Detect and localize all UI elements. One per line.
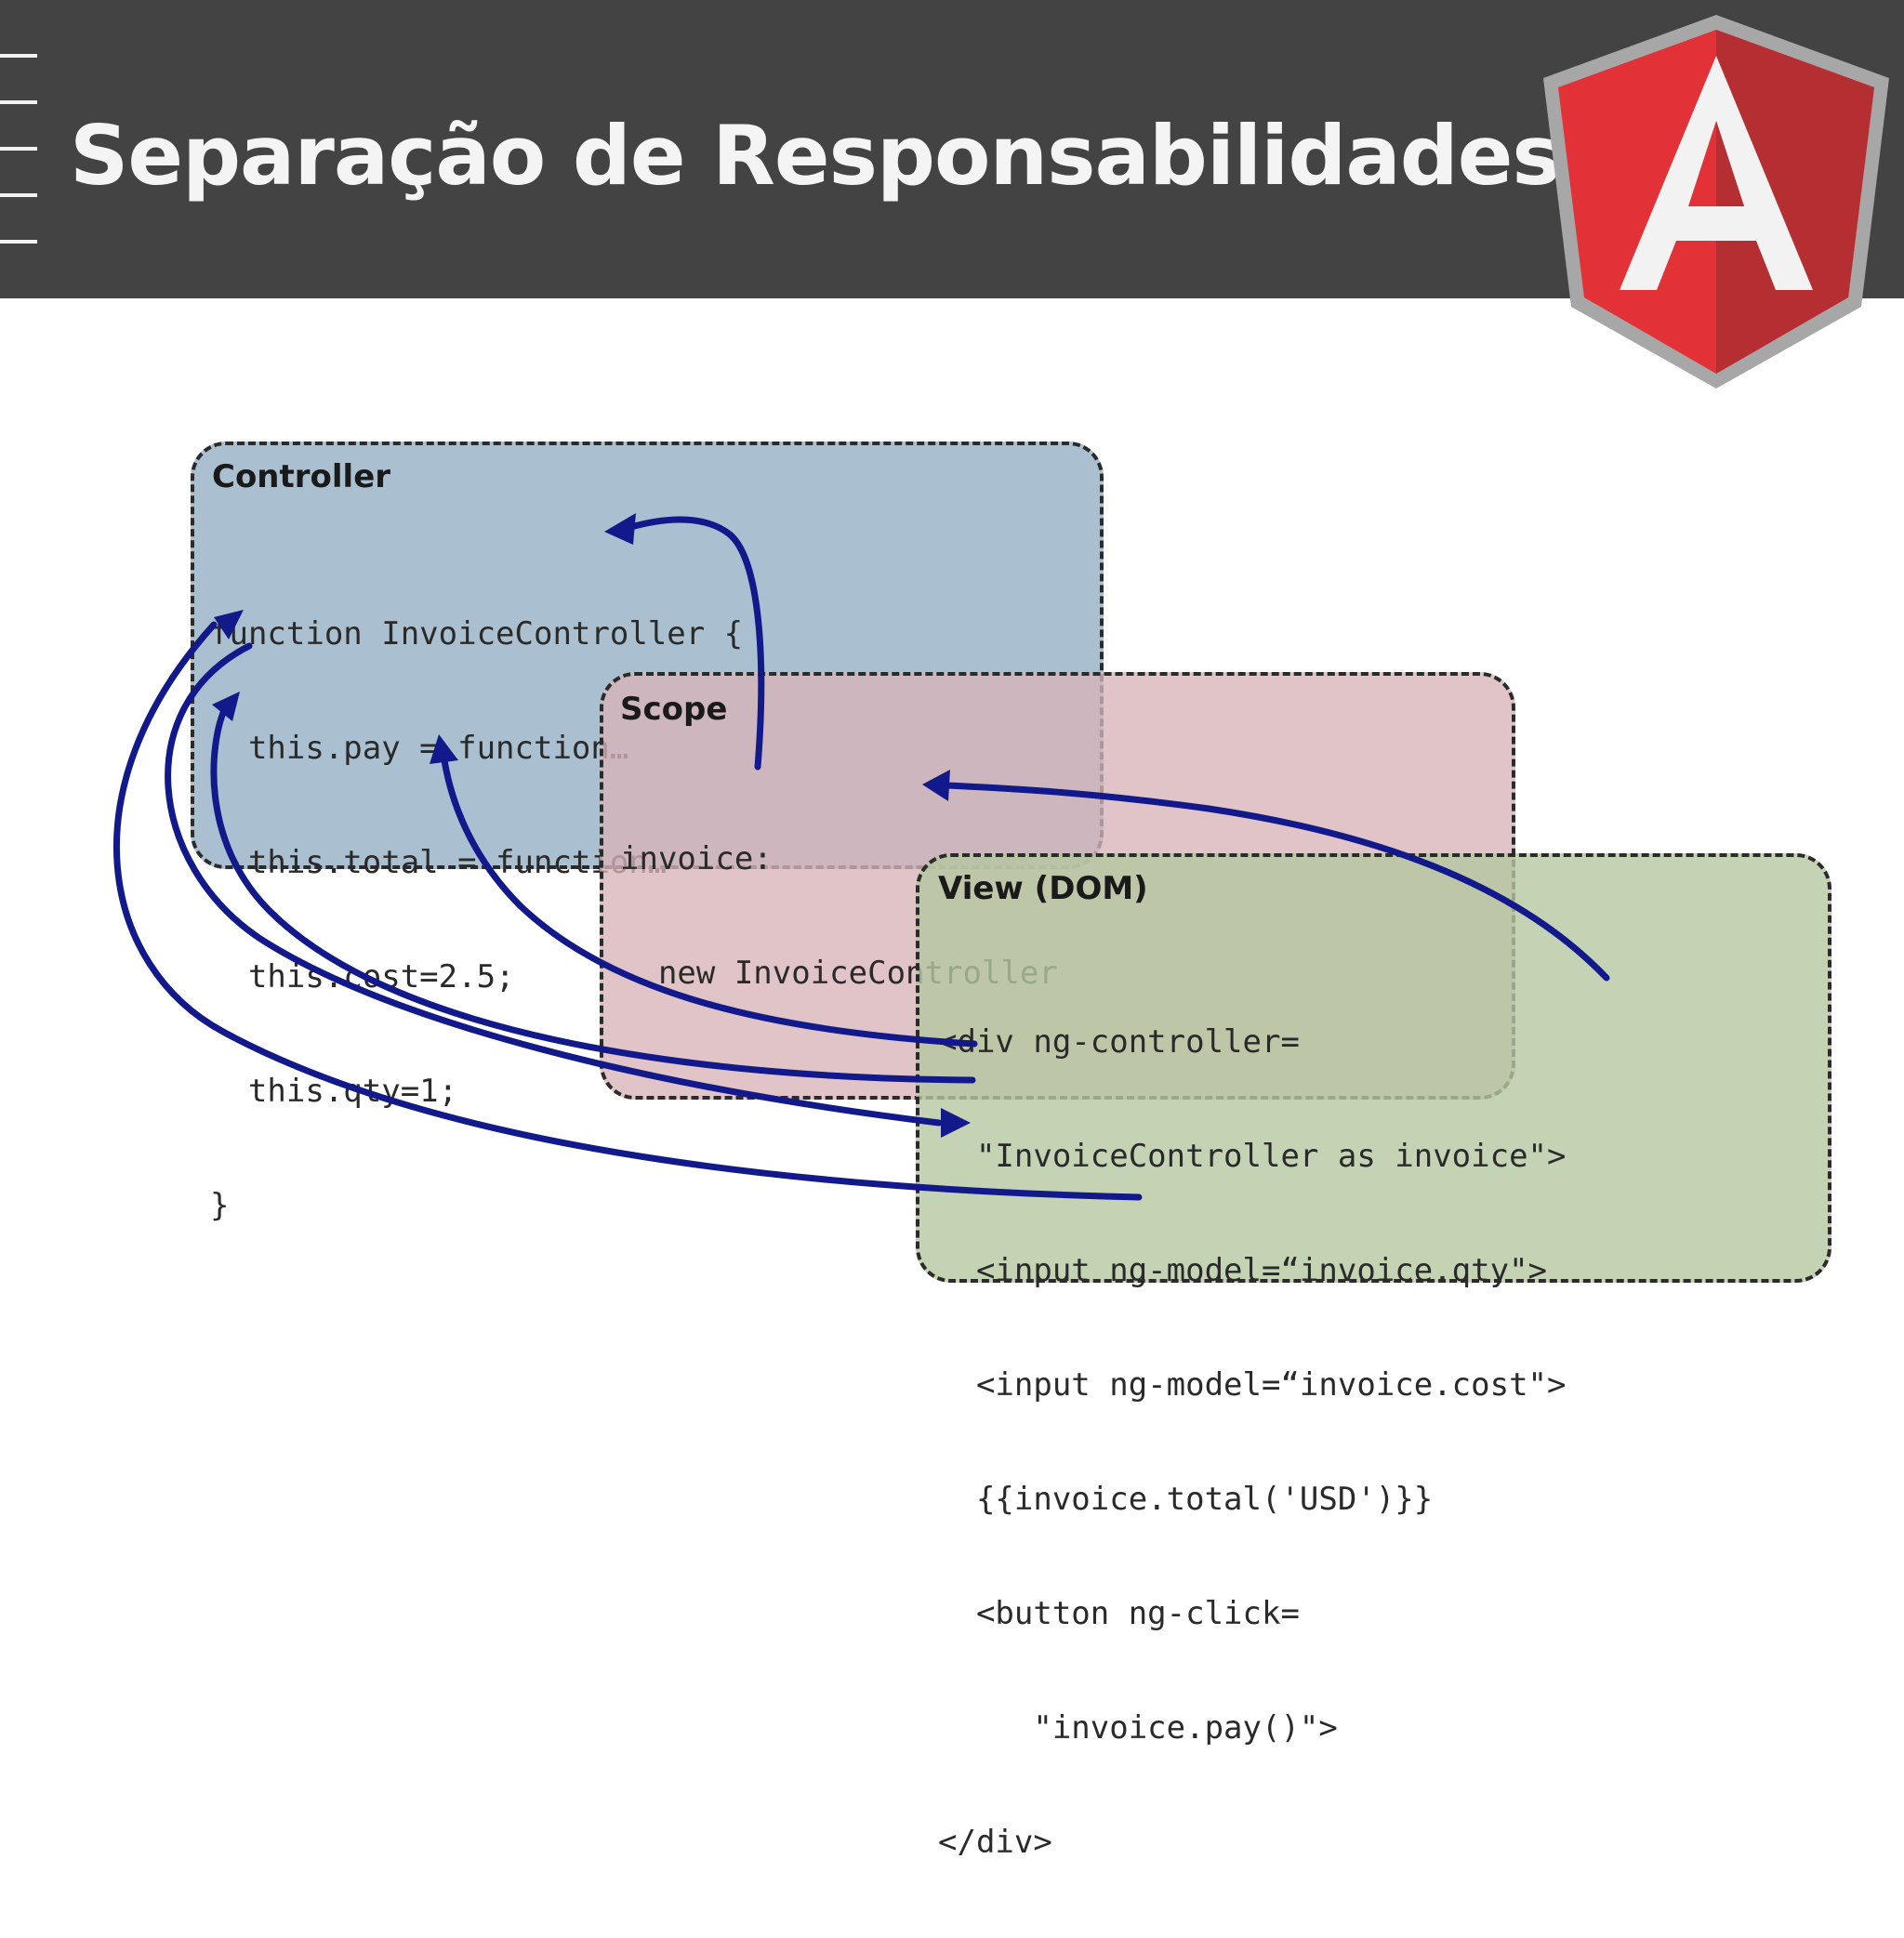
view-dom-panel: View (DOM) <div ng-controller= "InvoiceC… (916, 853, 1831, 1861)
view-code: <div ng-controller= "InvoiceController a… (938, 947, 1567, 1938)
menu-lines-icon (0, 54, 39, 249)
code-line: } (210, 1187, 230, 1224)
code-line: "InvoiceController as invoice"> (938, 1138, 1567, 1175)
view-title: View (DOM) (938, 870, 1148, 907)
code-line: <button ng-click= (938, 1595, 1300, 1632)
code-line: <input ng-model=“invoice.qty"> (938, 1252, 1548, 1289)
angular-shield-logo-icon (1543, 15, 1889, 389)
code-line: <div ng-controller= (938, 1023, 1300, 1061)
code-line: {{invoice.total('USD')}} (938, 1481, 1434, 1518)
controller-title: Controller (212, 458, 391, 495)
code-line: <input ng-model=“invoice.cost"> (938, 1366, 1567, 1404)
code-line: function InvoiceController { (210, 615, 744, 653)
slide-title: Separação de Responsabilidades (70, 108, 1561, 204)
code-line: </div> (938, 1824, 1052, 1861)
code-line: "invoice.pay()"> (938, 1709, 1338, 1747)
scope-title: Scope (620, 691, 728, 728)
